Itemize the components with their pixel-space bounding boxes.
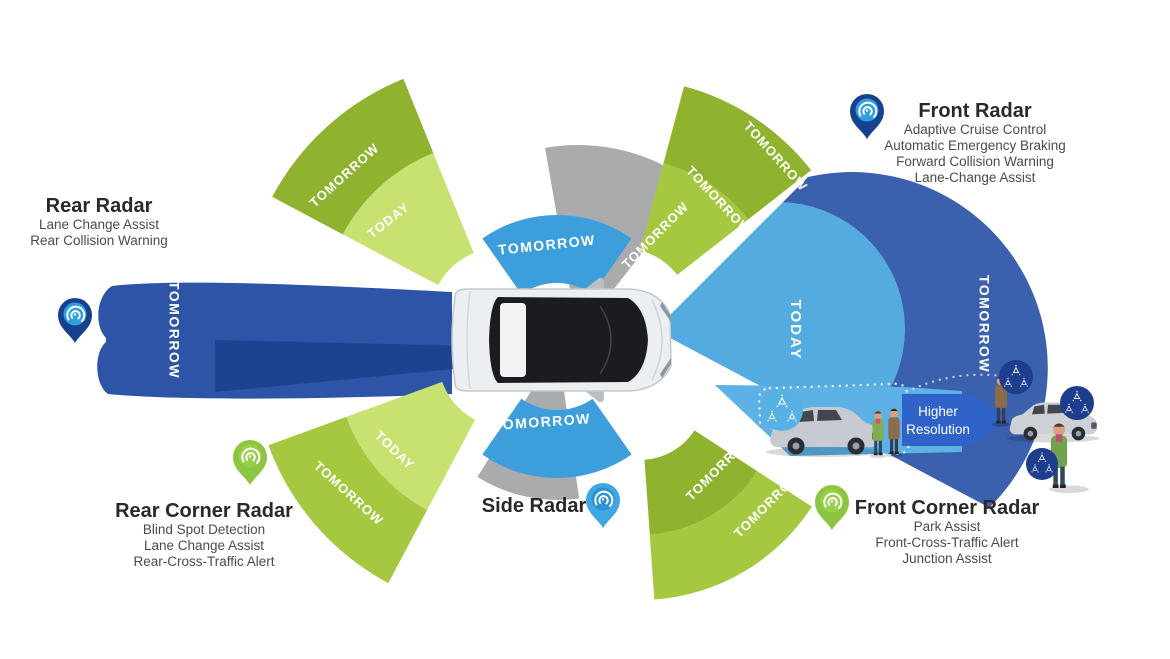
side-radar-arc-bottom (482, 398, 632, 479)
front-radar-today-zone (655, 202, 905, 434)
front-corner-radar-feature: Junction Assist (902, 551, 992, 566)
front-corner-radar-feature: Front-Cross-Traffic Alert (875, 535, 1019, 550)
front-radar-callout: Front Radar Adaptive Cruise Control Auto… (884, 100, 1066, 185)
rear-corner-radar-feature: Lane Change Assist (144, 538, 264, 553)
front-radar-feature: Automatic Emergency Braking (884, 138, 1066, 153)
side-radar-title: Side Radar (482, 495, 587, 517)
rear-corner-radar-title: Rear Corner Radar (115, 500, 293, 522)
rear-corner-radar-feature: Rear-Cross-Traffic Alert (133, 554, 274, 569)
rear-radar-title: Rear Radar (46, 195, 153, 217)
detection-badge-icon (1060, 386, 1094, 420)
detection-badge-icon (1026, 448, 1058, 480)
rear-corner-radar-callout: Rear Corner Radar Blind Spot Detection L… (115, 500, 293, 569)
rear-corner-radar-feature: Blind Spot Detection (143, 522, 265, 537)
side-radar-arc-top (482, 214, 632, 295)
front-corner-radar-feature: Park Assist (914, 519, 981, 534)
rear-corner-radar-fan-bottom (268, 381, 476, 584)
detection-scene: Higher Resolution (758, 360, 1100, 493)
detection-link-dotted-line (905, 373, 1003, 393)
front-corner-radar-pin-icon (815, 485, 849, 530)
rear-rad-feature: Rear Collision Warning (30, 233, 168, 248)
front-fan-today-label: TODAY (787, 300, 804, 361)
front-corner-radar-fan-bottom (644, 430, 812, 600)
front-fan-tomorrow-label: TOMORROW (976, 275, 992, 373)
rear-radar-feature: Lane Change Assist (39, 217, 159, 232)
front-corner-radar-callout: Front Corner Radar Park Assist Front-Cro… (855, 497, 1040, 566)
higher-resolution-label-line2: Resolution (906, 422, 970, 437)
higher-resolution-label-line1: Higher (918, 404, 958, 419)
front-radar-feature: Adaptive Cruise Control (904, 122, 1047, 137)
side-radar-callout: Side Radar (482, 495, 587, 517)
rear-beam-tomorrow-label: TOMORROW (166, 281, 182, 379)
rear-corner-radar-pin-icon (233, 440, 267, 485)
rear-corner-radar-fan-top (272, 78, 474, 286)
higher-resolution-arrow: Higher Resolution (902, 394, 1006, 446)
front-radar-feature: Lane-Change Assist (915, 170, 1036, 185)
pedestrian (991, 375, 1011, 427)
front-radar-feature: Forward Collision Warning (896, 154, 1054, 169)
arc-bottom-tomorrow-label: TOMORROW (492, 410, 591, 433)
detection-badge-icon (999, 360, 1033, 394)
pedestrian (885, 408, 903, 458)
ego-car-top-view (451, 277, 672, 403)
detection-badge-icon (761, 389, 803, 431)
rear-radar-pin-icon (58, 298, 92, 343)
side-radar-pin-icon (586, 483, 620, 528)
front-corner-radar-fan-top (640, 86, 812, 275)
front-corner-radar-title: Front Corner Radar (855, 497, 1040, 519)
rear-radar-callout: Rear Radar Lane Change Assist Rear Colli… (30, 195, 168, 248)
front-radar-pin-icon (850, 94, 884, 139)
pedestrian (869, 411, 887, 459)
front-radar-title: Front Radar (918, 100, 1032, 122)
